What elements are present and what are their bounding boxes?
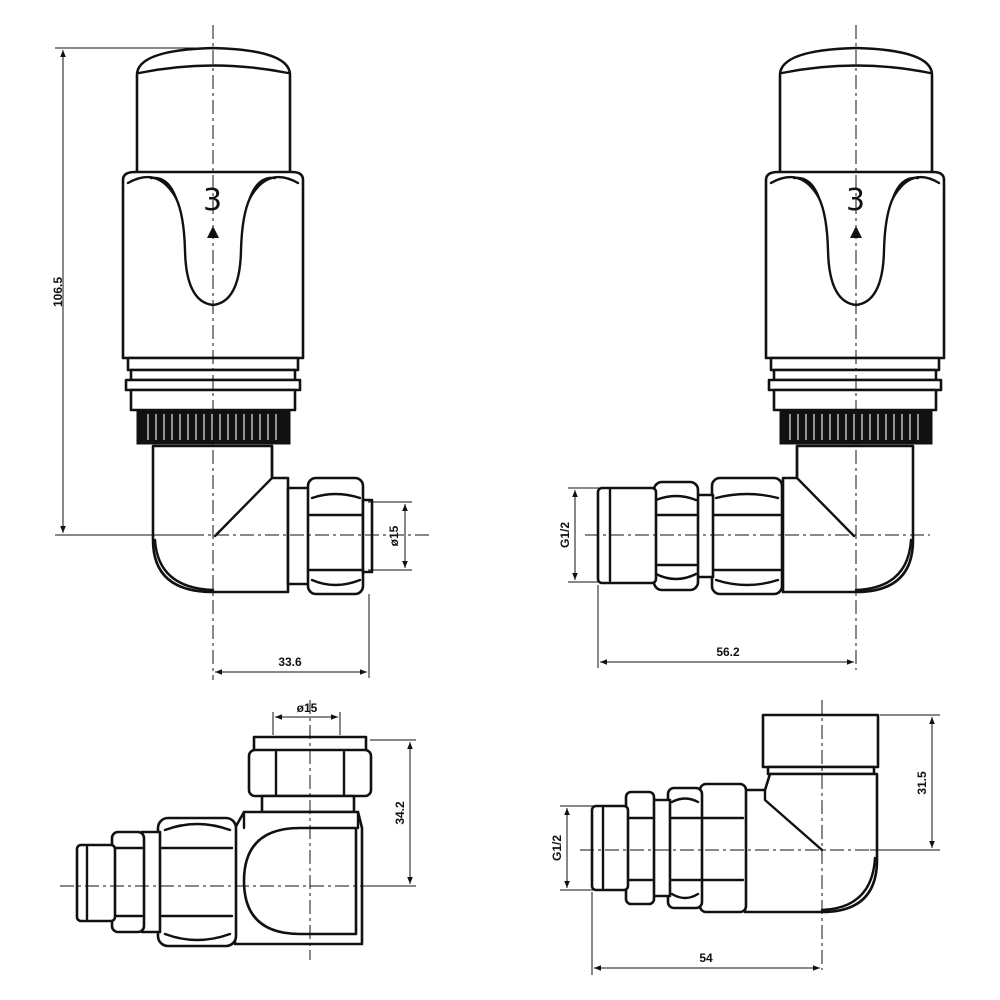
dim-height-label: 34.2: [393, 801, 407, 825]
hex-nut: [666, 786, 704, 910]
dim-thread-label: G1/2: [550, 835, 564, 861]
dim-height-label: 31.5: [915, 771, 929, 795]
side-view: G1/2 31.5 54: [550, 700, 940, 975]
elbow-body: [743, 772, 879, 914]
dim-pipe-diameter-label: ø15: [387, 525, 401, 546]
elbow-body: [781, 444, 915, 594]
dim-thread-label: G1/2: [558, 522, 572, 548]
dim-width-label: 33.6: [278, 655, 302, 669]
threaded-tail: [590, 804, 630, 892]
top-view: ø15 34.2: [60, 700, 416, 960]
compression-nut: [698, 782, 748, 914]
compression-nut: [156, 816, 238, 948]
dim-pipe-diameter-label: ø15: [297, 701, 318, 715]
front-right-view: 3 G1/2: [558, 25, 946, 670]
front-left-view: 3 106.5: [51, 25, 430, 680]
threaded-tail: [75, 843, 117, 923]
dim-height-label: 106.5: [51, 277, 65, 307]
dim-width-label: 56.2: [716, 645, 740, 659]
valve-socket: [761, 713, 880, 769]
valve-head: [764, 170, 946, 360]
elbow-body: [151, 444, 290, 594]
dim-width-label: 54: [699, 951, 713, 965]
valve-head: [121, 170, 305, 360]
hex-nut: [624, 790, 656, 906]
valve-cap-top: [242, 826, 358, 936]
